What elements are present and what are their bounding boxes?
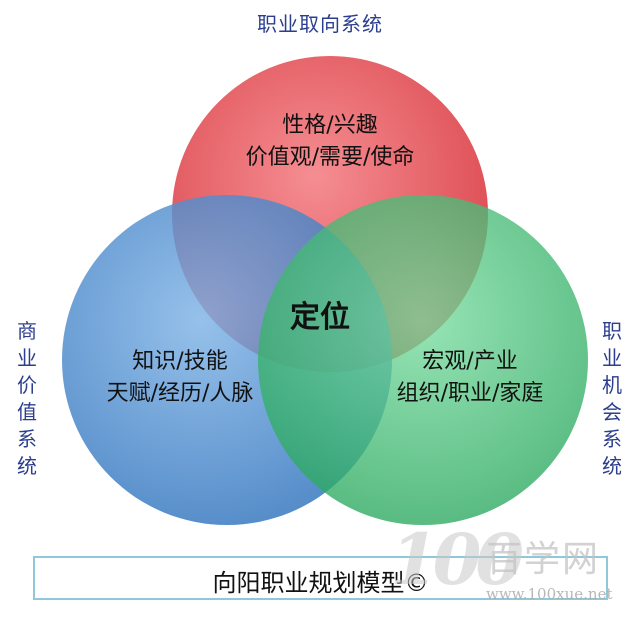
label-business-value-system: 商业价值系统 <box>17 319 37 478</box>
top-circle-text: 性格/兴趣 价值观/需要/使命 <box>210 110 450 174</box>
right-circle-text: 宏观/产业 组织/职业/家庭 <box>360 346 580 410</box>
right-circle-line1: 宏观/产业 <box>422 349 518 374</box>
left-circle-line2: 天赋/经历/人脉 <box>106 381 254 406</box>
left-circle-text: 知识/技能 天赋/经历/人脉 <box>70 346 290 410</box>
top-circle-line2: 价值观/需要/使命 <box>245 145 415 170</box>
model-title: 向阳职业规划模型© <box>212 569 429 597</box>
right-circle-line2: 组织/职业/家庭 <box>396 381 544 406</box>
circle-career-opportunity <box>258 195 588 525</box>
label-career-opportunity-system: 职业机会系统 <box>602 319 622 478</box>
watermark-site-name: 百学网 <box>486 539 601 580</box>
title-box <box>33 556 608 600</box>
center-label: 定位 <box>290 300 350 335</box>
top-circle-line1: 性格/兴趣 <box>282 113 378 138</box>
watermark-number: 100 <box>390 518 524 601</box>
left-circle-line1: 知识/技能 <box>132 349 228 374</box>
watermark-url: www.100xue.net <box>486 585 613 603</box>
label-career-orientation-system: 职业取向系统 <box>257 12 383 36</box>
